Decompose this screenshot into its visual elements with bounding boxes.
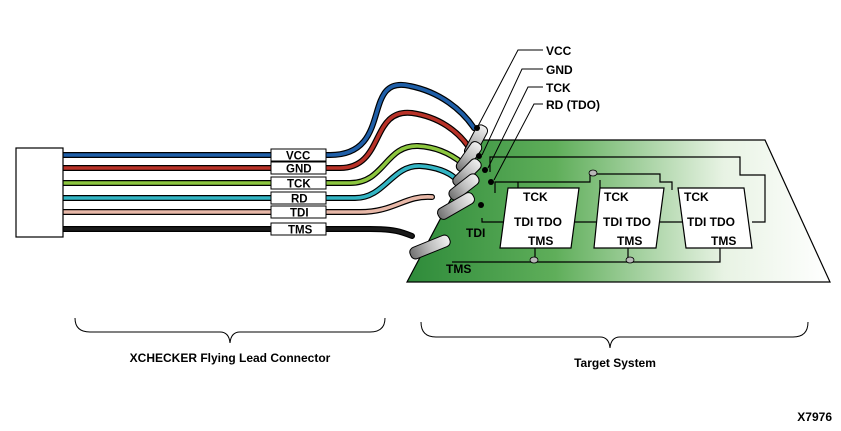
wire-vcc <box>59 81 477 158</box>
probe-contacts <box>474 125 494 208</box>
wire-tck <box>59 142 465 186</box>
wire-tdi <box>59 193 435 215</box>
wire-label-vcc: VCC <box>286 151 310 163</box>
chip2-tck-label: TCK <box>604 190 629 204</box>
wire-tms <box>59 226 415 239</box>
chip3-tck-label: TCK <box>684 190 709 204</box>
chip1-tms-label: TMS <box>528 234 553 248</box>
wire-label-tdi: TDI <box>290 208 309 220</box>
probe-rd <box>448 173 480 201</box>
caption-right: Target System <box>574 356 656 370</box>
callout-leaders <box>476 49 543 181</box>
wire-label-tck: TCK <box>287 179 311 191</box>
chip3-tdi-tdo-label: TDI TDO <box>687 215 735 229</box>
callout-gnd: GND <box>546 63 573 77</box>
chip1-tdi-tdo-label: TDI TDO <box>514 215 562 229</box>
wire-gnd <box>59 109 471 171</box>
callout-vcc: VCC <box>546 44 572 58</box>
right-brace <box>420 321 809 349</box>
left-brace <box>74 317 386 344</box>
ic-chip-icon: TCK TDI TDO TMS <box>677 187 753 249</box>
ic-chip-icon: TCK TDI TDO TMS <box>499 187 580 249</box>
chip2-tdi-tdo-label: TDI TDO <box>603 215 651 229</box>
board-traces <box>452 156 766 263</box>
probe-tdi-label: TDI <box>466 226 485 240</box>
wire-label-gnd: GND <box>286 164 312 176</box>
callout-tck: TCK <box>546 81 571 95</box>
callout-rd-tdo: RD (TDO) <box>546 98 600 112</box>
wire-label-boxes: VCC GND TCK RD TDI TMS <box>270 148 327 237</box>
probe-tms-label: TMS <box>446 262 471 276</box>
connector-block-icon <box>15 147 64 238</box>
chip1-tck-label: TCK <box>523 190 548 204</box>
wire-label-tms: TMS <box>288 225 313 237</box>
chip2-tms-label: TMS <box>617 234 642 248</box>
chip3-tms-label: TMS <box>711 234 736 248</box>
wire-bundle <box>59 81 477 239</box>
ic-chip-icon: TCK TDI TDO TMS <box>593 187 665 249</box>
wire-rd <box>59 162 458 201</box>
wire-label-rd: RD <box>291 194 308 206</box>
probe-tms <box>409 234 451 260</box>
figure-id: X7976 <box>797 410 832 424</box>
probe-tdi <box>437 192 475 220</box>
probe-clip-icon <box>409 124 489 260</box>
caption-left: XCHECKER Flying Lead Connector <box>130 351 331 365</box>
